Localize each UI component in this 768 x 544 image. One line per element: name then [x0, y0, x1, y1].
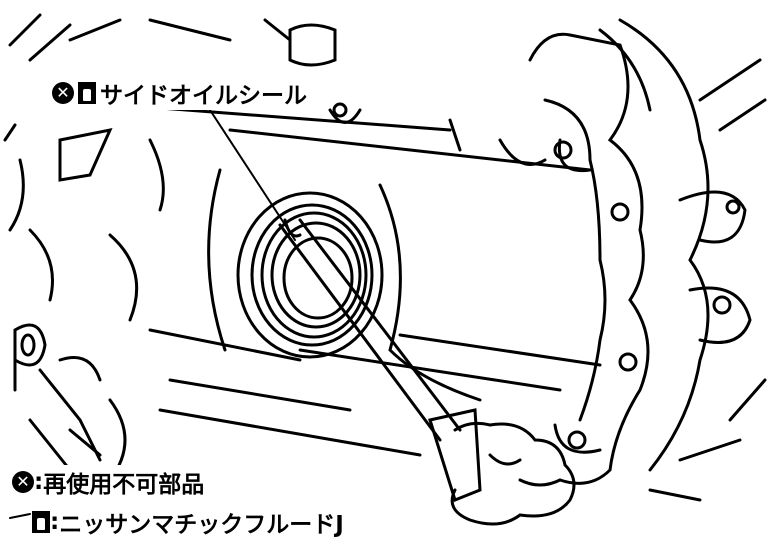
legend-text: 再使用不可部品 — [43, 472, 205, 498]
legend-item-fluid: : ニッサンマチックフルードJ — [32, 505, 348, 539]
legend-separator: : — [50, 509, 60, 535]
fluid-bottle-icon — [78, 82, 96, 104]
legend-separator: : — [34, 469, 44, 495]
fluid-bottle-icon — [32, 511, 50, 533]
legend-text: ニッサンマチックフルードJ — [59, 512, 344, 538]
legend-item-non-reusable: ✕ : 再使用不可部品 — [12, 465, 209, 499]
callout-label: サイドオイルシール — [100, 83, 307, 109]
non-reusable-icon: ✕ — [52, 82, 74, 104]
side-oil-seal-callout: ✕ サイドオイルシール — [48, 76, 311, 110]
non-reusable-icon: ✕ — [12, 471, 34, 493]
